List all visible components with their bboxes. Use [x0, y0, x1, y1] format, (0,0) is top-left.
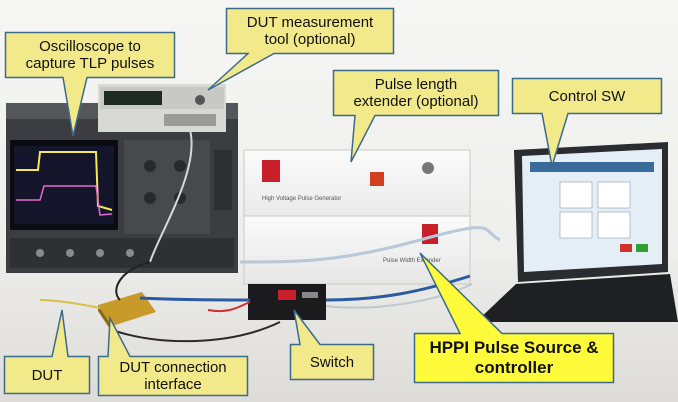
cables — [39, 129, 501, 343]
callout-hppi: HPPI Pulse Source &controller — [413, 252, 615, 384]
source-meter — [98, 84, 226, 132]
generator-name-label: High Voltage Pulse Generator — [262, 196, 341, 202]
laptop — [476, 142, 678, 322]
callout-switch: Switch — [289, 309, 375, 381]
callout-oscilloscope-shape — [4, 31, 176, 137]
callout-dut-text: DUT — [31, 366, 63, 384]
oscilloscope — [6, 103, 238, 273]
callout-switch-text: Switch — [309, 353, 355, 371]
callout-dut-interface-shape — [97, 315, 249, 397]
callout-dut-measurement-shape — [207, 7, 395, 91]
callout-control-sw-shape — [511, 77, 663, 167]
callout-hppi-shape — [413, 252, 615, 384]
callout-pulse-length-shape — [332, 69, 500, 163]
callout-dut-shape — [3, 309, 91, 395]
callout-control-sw: Control SW — [511, 77, 663, 167]
callout-switch-shape — [289, 309, 375, 381]
pulse-generator-tower: High Voltage Pulse Generator Pulse Width… — [243, 149, 471, 285]
callout-hppi-text: HPPI Pulse Source &controller — [429, 338, 599, 377]
callout-dut: DUT — [3, 309, 91, 395]
dut-interface-board — [98, 292, 156, 332]
switch-box — [248, 284, 326, 320]
callout-control-sw-text: Control SW — [548, 87, 626, 105]
extender-name-label: Pulse Width Extender — [383, 258, 441, 264]
